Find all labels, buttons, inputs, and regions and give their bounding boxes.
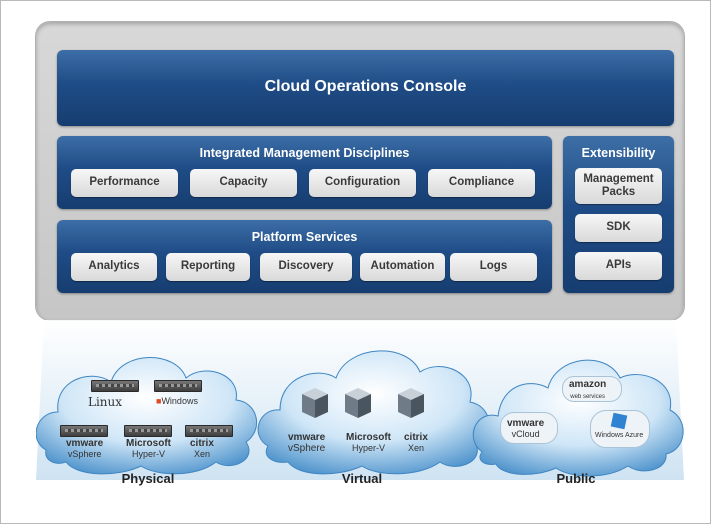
server-icon [154, 380, 202, 392]
physical-label: Physical [121, 471, 175, 486]
ext-sdk: SDK [575, 214, 662, 242]
service-automation: Automation [360, 253, 445, 281]
vm-stack-icon [302, 388, 328, 418]
vm-stack-icon [345, 388, 371, 418]
windows-logo: ■Windows [156, 396, 198, 406]
server-icon [60, 425, 108, 437]
virtual-cloud-shape [257, 350, 490, 475]
discipline-configuration: Configuration [309, 169, 416, 197]
platform-title: Platform Services [251, 230, 358, 244]
discipline-compliance: Compliance [428, 169, 535, 197]
azure-logo: Windows Azure [595, 432, 644, 439]
service-discovery: Discovery [260, 253, 352, 281]
integrated-management-disciplines: Integrated Management Disciplines Perfor… [57, 136, 552, 209]
discipline-capacity: Capacity [190, 169, 297, 197]
extensibility-title: Extensibility [581, 146, 656, 160]
server-icon [185, 425, 233, 437]
windows-label: Windows [161, 396, 198, 406]
cloud-operations-console: Cloud Operations Console [57, 50, 674, 126]
service-logs: Logs [450, 253, 537, 281]
service-analytics: Analytics [71, 253, 157, 281]
platform-services: Platform Services Analytics Reporting Di… [57, 220, 552, 293]
vm-stack-icon [398, 388, 424, 418]
azure-icon [610, 412, 628, 430]
disciplines-title: Integrated Management Disciplines [199, 146, 410, 160]
console-title: Cloud Operations Console [264, 78, 467, 95]
public-label: Public [556, 471, 596, 486]
virtual-label: Virtual [341, 471, 383, 486]
discipline-performance: Performance [71, 169, 178, 197]
ext-apis: APIs [575, 252, 662, 280]
extensibility: Extensibility Management Packs SDK APIs [563, 136, 674, 293]
service-reporting: Reporting [166, 253, 250, 281]
server-icon [124, 425, 172, 437]
server-icon [91, 380, 139, 392]
linux-logo: Linux [88, 395, 123, 409]
ext-management-packs: Management Packs [575, 168, 662, 204]
windows-azure-badge: Windows Azure [590, 410, 650, 448]
